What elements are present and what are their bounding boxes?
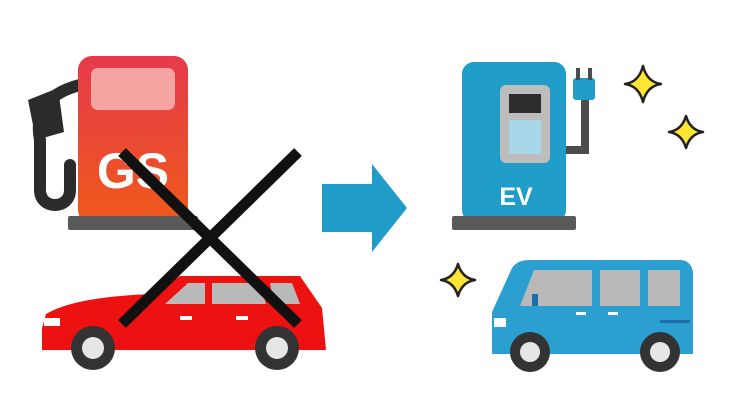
sparkle-icon bbox=[667, 114, 705, 150]
red-car-icon bbox=[42, 276, 326, 370]
ev-charger-label: EV bbox=[499, 183, 533, 211]
sparkle-icon bbox=[623, 64, 663, 104]
ev-charger-icon: EV bbox=[452, 62, 595, 230]
blue-van-icon bbox=[492, 260, 693, 372]
sparkle-icon bbox=[439, 262, 477, 298]
cross-icon bbox=[118, 148, 302, 328]
arrow-right-icon bbox=[322, 164, 407, 252]
